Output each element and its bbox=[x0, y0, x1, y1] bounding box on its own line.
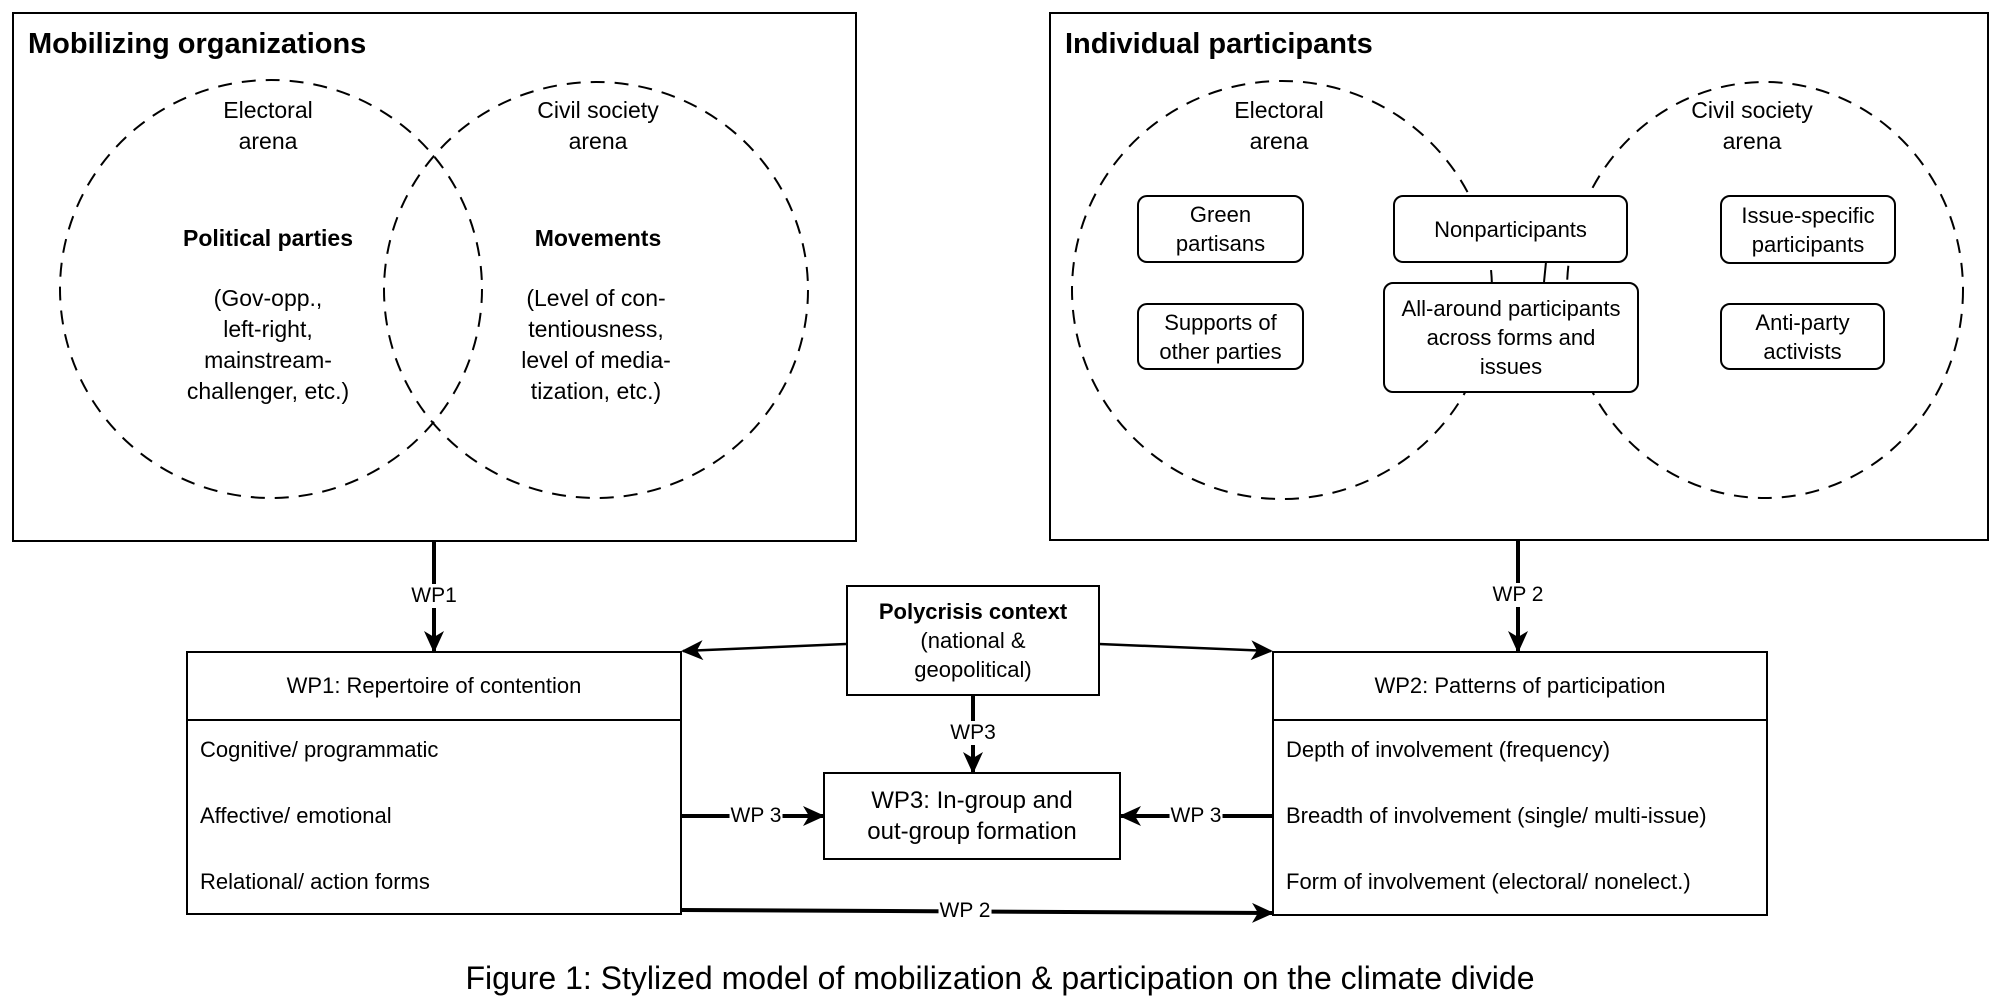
individual-participants-title: Individual participants bbox=[1065, 28, 1373, 60]
edge-label-org-to-wp1: WP1 bbox=[410, 584, 458, 608]
all-around-participants-box: All-around participants across forms and… bbox=[1383, 282, 1639, 393]
civil-society-arena-label: Civil society arena bbox=[537, 97, 659, 154]
wp2-item: Form of involvement (electoral/ nonelect… bbox=[1286, 869, 1691, 894]
political-parties-description: (Gov-opp., left-right, mainstream- chall… bbox=[186, 285, 350, 404]
figure-caption: Figure 1: Stylized model of mobilization… bbox=[465, 960, 1535, 996]
mobilizing-organizations-panel bbox=[12, 12, 857, 542]
movements-label: Movements bbox=[534, 225, 662, 251]
wp1-repertoire-box: WP1: Repertoire of contention Cognitive/… bbox=[186, 651, 682, 915]
wp1-item: Affective/ emotional bbox=[200, 803, 392, 828]
nonparticipants-box: Nonparticipants bbox=[1393, 195, 1628, 263]
electoral-arena-label-individual: Electoral arena bbox=[1234, 97, 1324, 154]
electoral-arena-circle bbox=[59, 79, 483, 499]
polycrisis-context-title: Polycrisis context bbox=[878, 599, 1068, 624]
arrow-context-to-wp2 bbox=[1098, 640, 1273, 661]
wp1-item: Cognitive/ programmatic bbox=[200, 737, 439, 762]
wp2-title: WP2: Patterns of participation bbox=[1274, 653, 1766, 721]
connector-nonparticipants-allaround bbox=[1543, 261, 1547, 283]
political-parties-label: Political parties bbox=[182, 225, 354, 251]
green-partisans-box: Green partisans bbox=[1137, 195, 1304, 263]
anti-party-activists-box: Anti-party activists bbox=[1720, 303, 1885, 370]
wp1-title: WP1: Repertoire of contention bbox=[188, 653, 680, 721]
issue-specific-participants-box: Issue-specific participants bbox=[1720, 195, 1896, 264]
movements-description: (Level of con- tentiousness, level of me… bbox=[521, 285, 671, 404]
edge-label-individual-to-wp2: WP 2 bbox=[1491, 583, 1545, 607]
wp2-item: Breadth of involvement (single/ multi-is… bbox=[1286, 803, 1707, 828]
edge-label-context-to-wp3: WP3 bbox=[949, 721, 997, 745]
polycrisis-context-subtitle: (national & geopolitical) bbox=[914, 628, 1032, 682]
edge-label-wp2-to-wp3: WP 3 bbox=[1169, 804, 1223, 828]
electoral-arena-label: Electoral arena bbox=[223, 97, 313, 154]
individual-participants-panel bbox=[1049, 12, 1989, 541]
wp2-patterns-box: WP2: Patterns of participation Depth of … bbox=[1272, 651, 1768, 916]
mobilizing-organizations-title: Mobilizing organizations bbox=[28, 28, 367, 60]
polycrisis-context-box: Polycrisis context (national & geopoliti… bbox=[846, 585, 1100, 696]
edge-label-wp1-to-wp3: WP 3 bbox=[729, 804, 783, 828]
supporters-other-parties-box: Supports of other parties bbox=[1137, 303, 1304, 370]
arrow-context-to-wp1 bbox=[681, 640, 847, 661]
edge-label-wp1-to-wp2: WP 2 bbox=[938, 899, 992, 923]
civil-society-arena-label-individual: Civil society arena bbox=[1691, 97, 1813, 154]
wp2-item: Depth of involvement (frequency) bbox=[1286, 737, 1611, 762]
wp3-group-formation-box: WP3: In-group and out-group formation bbox=[823, 772, 1121, 860]
wp1-item: Relational/ action forms bbox=[200, 869, 430, 894]
civil-society-arena-circle bbox=[383, 81, 809, 499]
